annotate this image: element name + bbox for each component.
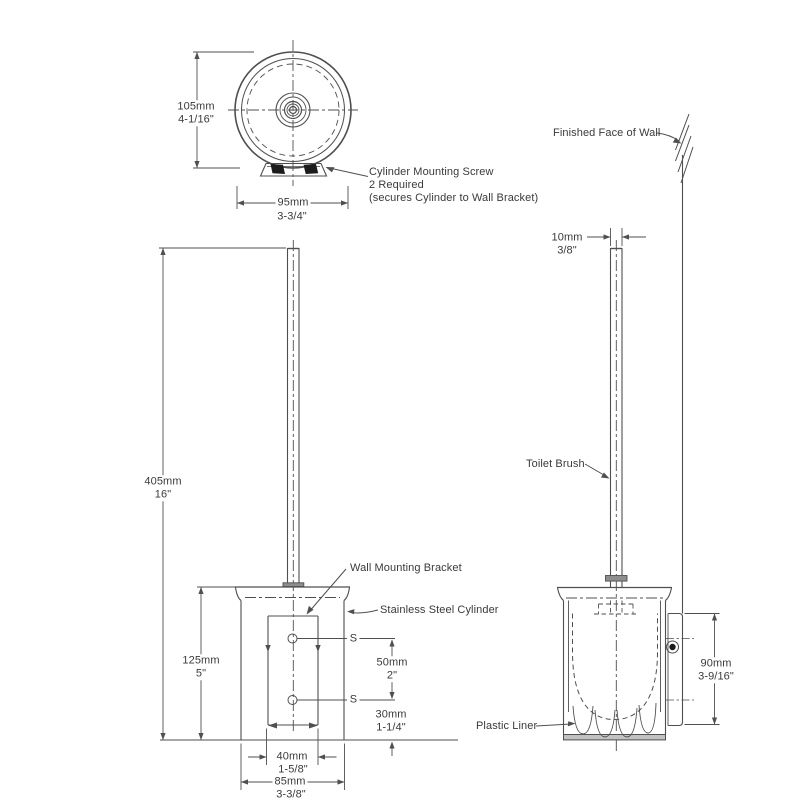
dim-50mm-label: 50mm 2": [374, 656, 410, 682]
dim-10mm-label: 10mm 3/8": [549, 231, 585, 257]
stainless-steel-cylinder-leader: [347, 609, 379, 615]
bracket-plate: [666, 612, 694, 727]
wall-mounting-bracket-leader: [306, 568, 347, 615]
toilet-brush-label: Toilet Brush: [526, 458, 585, 470]
plastic-liner-outline: [572, 613, 658, 721]
wall-mounting-bracket-outline: [265, 615, 321, 729]
dim-105mm-label: 105mm 4-1/16": [175, 100, 217, 126]
mounting-feet: [259, 162, 328, 177]
front-view-drawing: [159, 240, 458, 790]
toilet-brush-leader: [584, 463, 610, 479]
liner-folds: [572, 702, 657, 738]
dim-125mm-label: 125mm 5": [180, 654, 222, 680]
dimension-bracket-width: [248, 728, 337, 765]
finished-face-of-wall-leader: [656, 132, 682, 144]
dim-405mm-label: 405mm 16": [142, 475, 184, 501]
dim-85mm-label: 85mm: [272, 775, 308, 789]
screw-reference-lines: [297, 638, 395, 701]
dim-95mm-inches-label: 3-3/4": [275, 210, 309, 224]
plastic-liner-label: Plastic Liner: [476, 720, 538, 732]
screw-marker-upper: S: [347, 632, 360, 645]
cylinder-mounting-screw-leader: [325, 167, 369, 177]
finished-face-of-wall-label: Finished Face of Wall: [553, 127, 661, 139]
side-view-drawing: [535, 113, 720, 751]
dim-95mm-label: 95mm: [275, 196, 311, 210]
wall-mounting-bracket-label: Wall Mounting Bracket: [350, 562, 462, 574]
dim-30mm-label: 30mm 1-1/4": [373, 708, 409, 734]
dim-85mm-inches-label: 3-3/8": [274, 788, 308, 800]
plastic-liner-leader: [535, 721, 576, 727]
screw-marker-lower: S: [347, 693, 360, 707]
cylinder-mounting-screw-callout: Cylinder Mounting Screw 2 Required (secu…: [369, 166, 539, 204]
dim-40mm-label: 40mm: [274, 750, 310, 764]
dimension-lower-hole-to-bottom: [389, 741, 395, 756]
dim-90mm-label: 90mm 3-9/16": [696, 657, 736, 683]
dim-40mm-inches-label: 1-5/8": [276, 763, 310, 777]
dimension-brush-handle-diameter: [587, 228, 646, 246]
stainless-steel-cylinder-label: Stainless Steel Cylinder: [380, 604, 499, 616]
hidden-lines: [594, 600, 639, 615]
wall-line: [675, 113, 694, 614]
top-view-drawing: [193, 40, 369, 209]
